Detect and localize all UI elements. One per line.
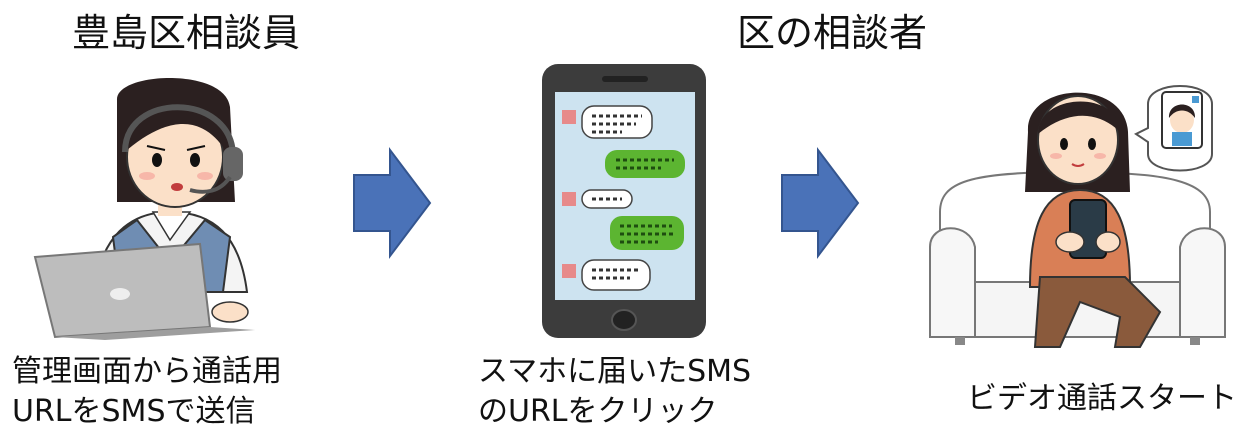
operator-title: 豊島区相談員 (72, 11, 301, 55)
operator-caption-line-1: 管理画面から通話用 (12, 354, 282, 389)
smartphone-sms-icon (542, 64, 706, 338)
right-arrow-icon (353, 147, 432, 259)
person-on-sofa-with-phone-icon (929, 85, 1226, 348)
smartphone-caption: スマホに届いたSMS のURLをクリック (478, 352, 751, 432)
smartphone-caption-line-2: のURLをクリック (478, 394, 718, 429)
smartphone-caption-line-1: スマホに届いたSMS (478, 354, 752, 389)
operator-caption: 管理画面から通話用 URLをSMSで送信 (12, 352, 282, 432)
consultee-title: 区の相談者 (737, 11, 928, 55)
operator-with-headset-icon (33, 77, 255, 340)
operator-caption-line-2: URLをSMSで送信 (12, 394, 256, 429)
consultee-caption: ビデオ通話スタート (967, 381, 1234, 416)
right-arrow-icon (781, 147, 860, 259)
